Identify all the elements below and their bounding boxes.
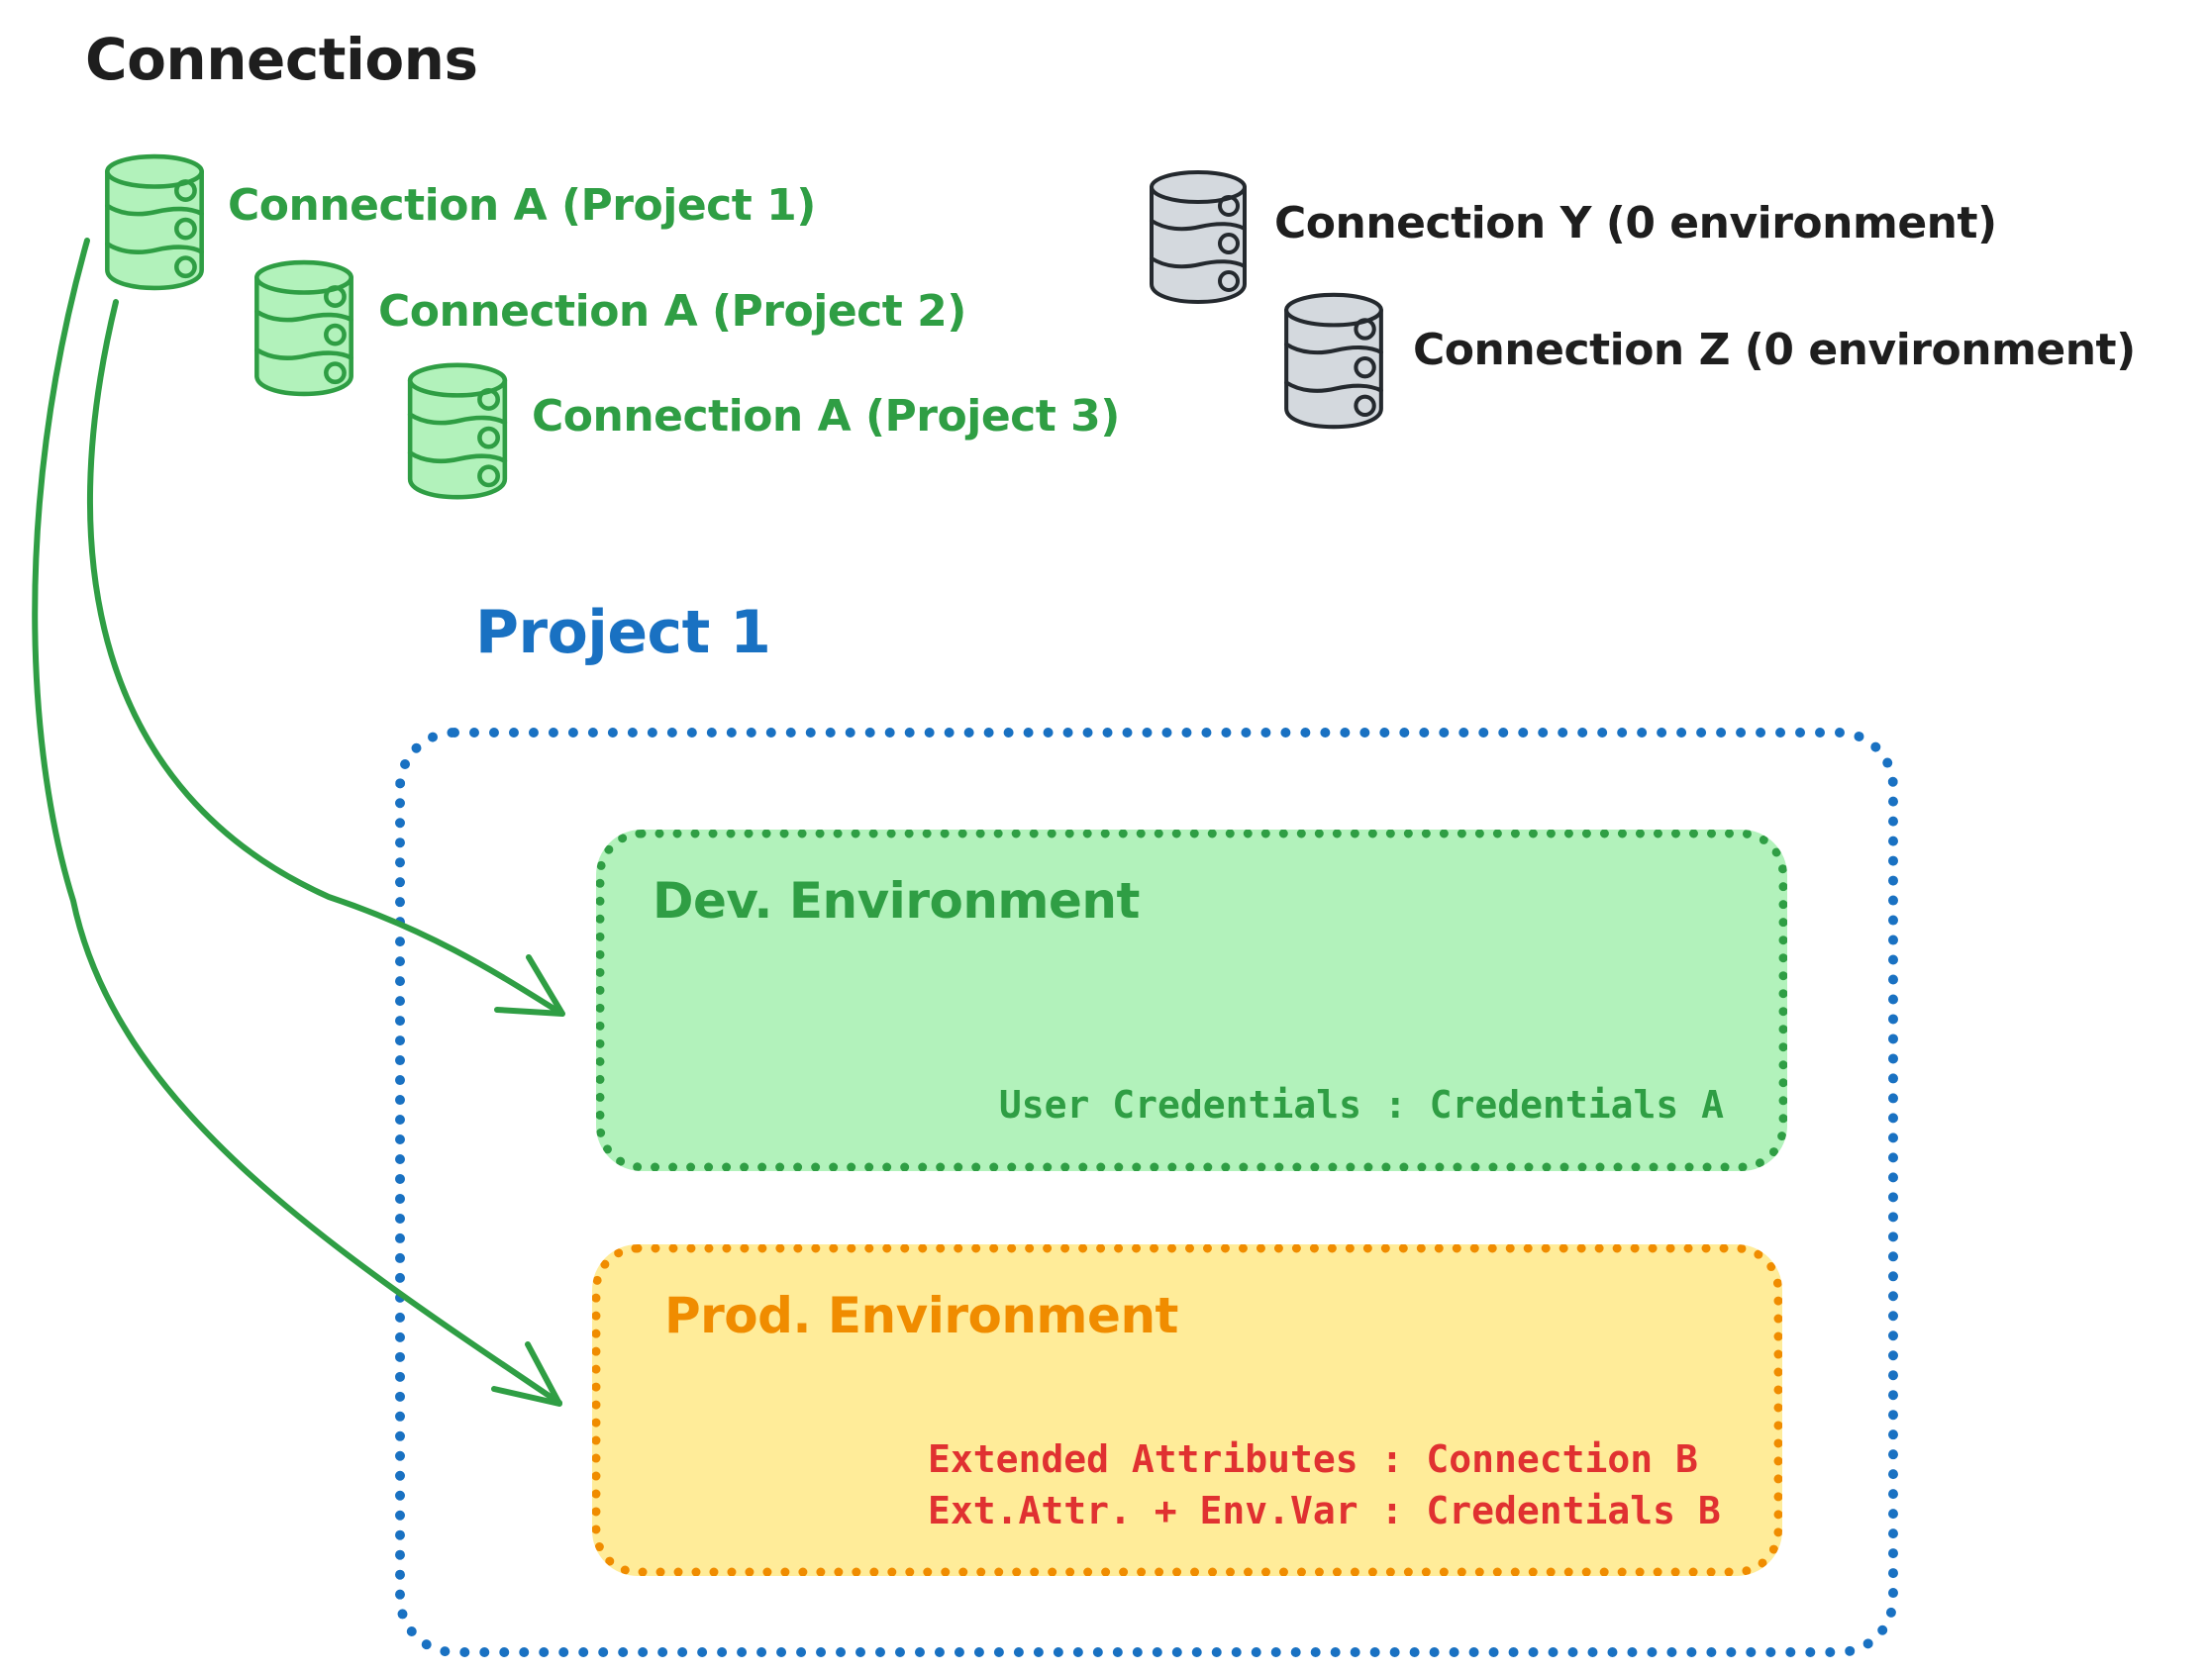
connection-y-label: Connection Y (0 environment) xyxy=(1274,198,1997,248)
prod-credentials-line-2: Ext.Attr. + Env.Var : Credentials B xyxy=(928,1489,1721,1533)
project-title: Project 1 xyxy=(475,598,771,667)
prod-credentials-text: Extended Attributes : Connection B Ext.A… xyxy=(928,1433,1721,1537)
connection-a-project1-label: Connection A (Project 1) xyxy=(228,180,816,231)
dev-environment-title: Dev. Environment xyxy=(653,872,1140,930)
dev-environment-box: Dev. Environment User Credentials : Cred… xyxy=(596,830,1787,1171)
green-database-icon-3 xyxy=(407,362,508,500)
gray-database-icon-z xyxy=(1284,292,1383,430)
green-database-icon-1 xyxy=(105,153,204,291)
prod-environment-title: Prod. Environment xyxy=(664,1287,1178,1344)
gray-database-icon-y xyxy=(1150,170,1247,305)
prod-environment-box: Prod. Environment Extended Attributes : … xyxy=(592,1244,1782,1576)
diagram-title: Connections xyxy=(85,26,478,93)
prod-credentials-line-1: Extended Attributes : Connection B xyxy=(928,1437,1698,1481)
green-database-icon-2 xyxy=(254,259,353,397)
connection-a-project2-label: Connection A (Project 2) xyxy=(378,286,966,337)
connection-z-label: Connection Z (0 environment) xyxy=(1413,325,2136,375)
connection-a-project3-label: Connection A (Project 3) xyxy=(532,391,1120,442)
dev-credentials-text: User Credentials : Credentials A xyxy=(998,1083,1724,1127)
